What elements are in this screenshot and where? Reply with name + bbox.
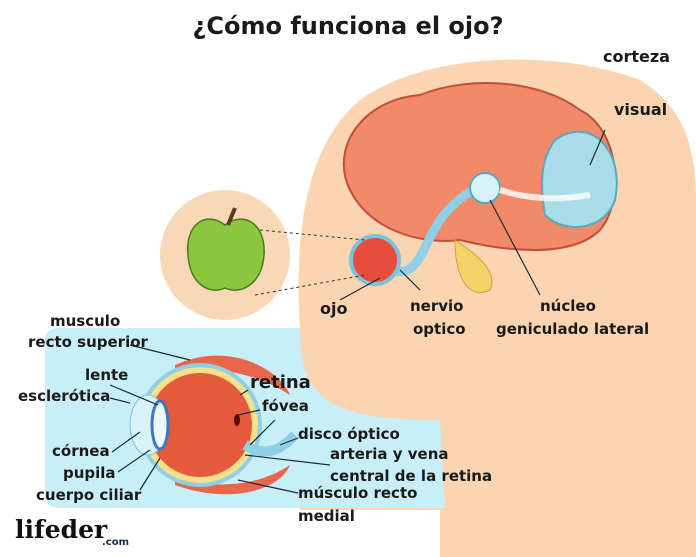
label-central: central de la retina (330, 467, 493, 485)
optic-nerve (383, 180, 487, 277)
label-nucleo: núcleo (540, 297, 596, 315)
label-nervio: nervio (410, 297, 464, 315)
label-arteria: arteria y vena (330, 445, 449, 463)
small-eye (349, 234, 401, 286)
optic-nerve-detail (242, 431, 299, 457)
label-geniculado: geniculado lateral (496, 320, 650, 338)
visual-cortex (541, 130, 618, 228)
label-cuerpo-ciliar: cuerpo ciliar (36, 486, 142, 504)
label-pupila: pupila (63, 464, 116, 482)
cerebellum (454, 239, 493, 293)
label-esclerotica: esclerótica (18, 387, 111, 405)
label-disco: disco óptico (298, 425, 400, 443)
label-retina: retina (250, 372, 311, 393)
lifeder-logo: lifeder.com (15, 515, 129, 548)
label-optico: optico (413, 320, 466, 338)
page-title: ¿Cómo funciona el ojo? (192, 12, 504, 40)
apple (187, 218, 265, 291)
label-musculo: musculo (50, 312, 121, 330)
fovea-spot (234, 414, 240, 426)
lens (150, 399, 170, 451)
label-ojo: ojo (320, 299, 348, 318)
logo-suffix: .com (102, 537, 130, 548)
label-corteza: corteza (603, 47, 670, 66)
label-cornea: córnea (52, 442, 110, 460)
label-lente: lente (85, 366, 129, 384)
label-recto-superior: recto superior (28, 333, 148, 351)
label-fovea: fóvea (262, 397, 309, 415)
label-medial: medial (298, 507, 355, 525)
apple-stem (226, 207, 237, 226)
medial-muscle (175, 465, 290, 495)
logo-text: lifeder (15, 515, 108, 544)
label-visual: visual (614, 100, 668, 119)
label-musculo-recto: músculo recto (298, 484, 418, 502)
lgn (469, 172, 501, 204)
